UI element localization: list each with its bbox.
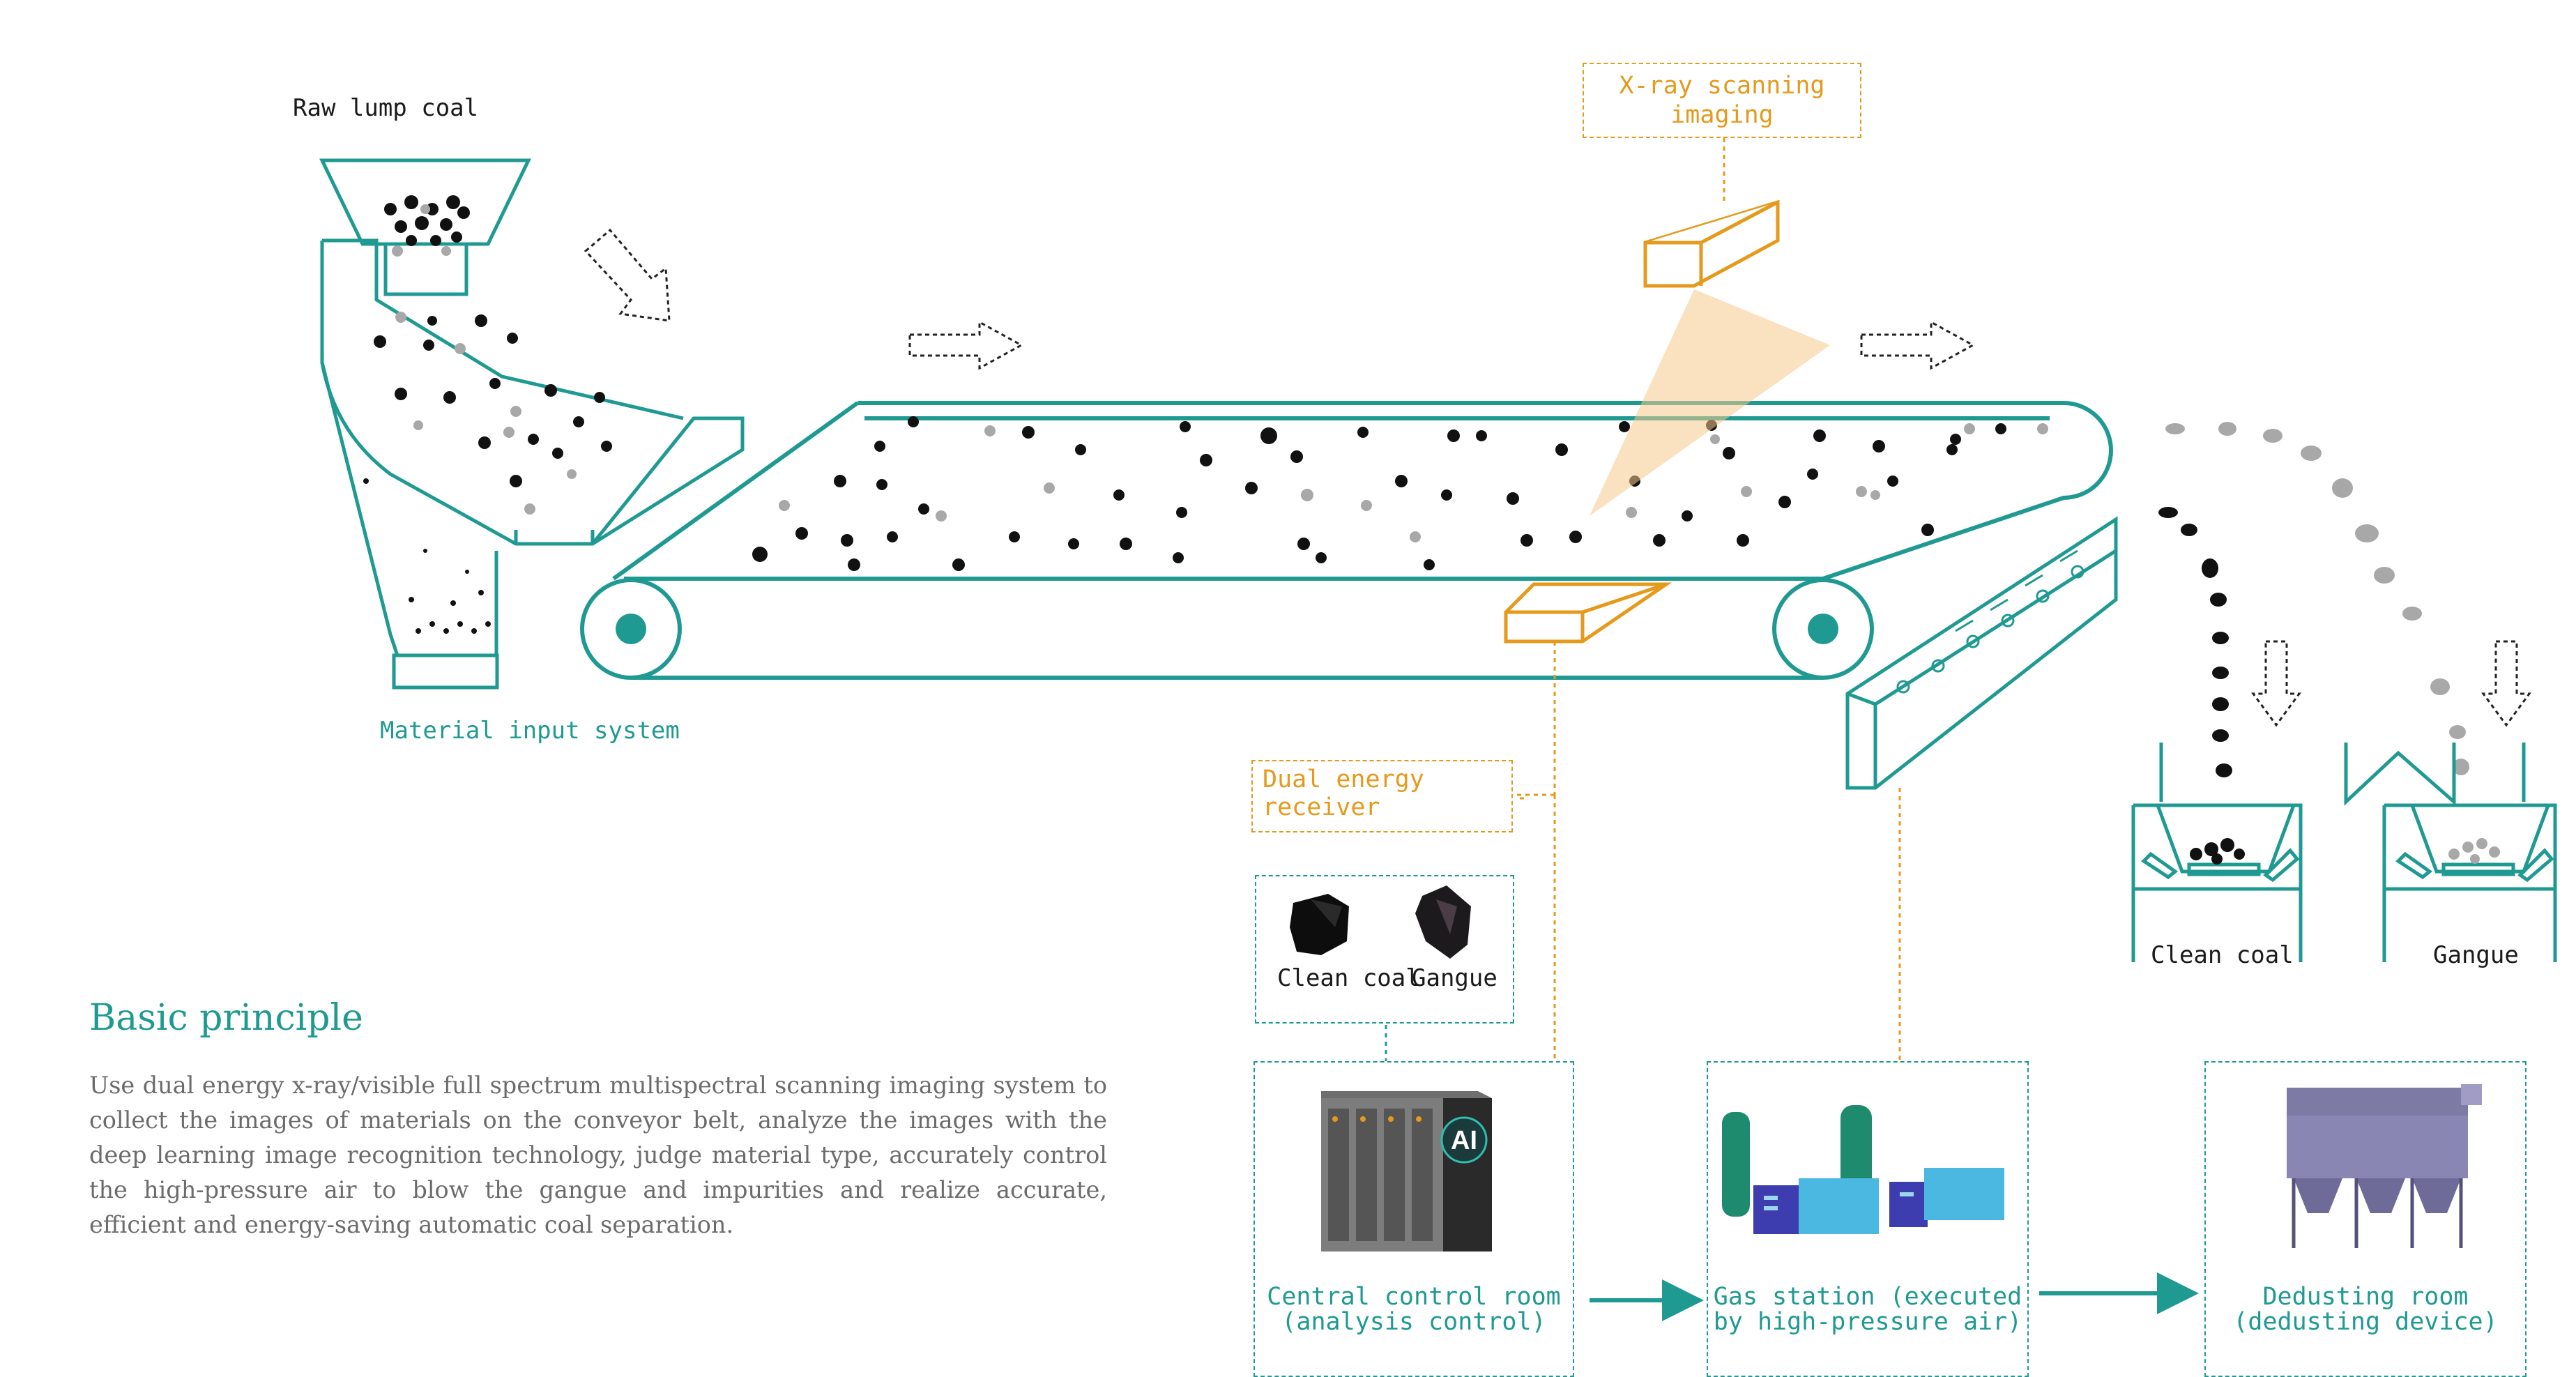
dedusting-room-label: Dedusting room (dedusting device) bbox=[2233, 1283, 2498, 1336]
central-control-room-label: Central control room (analysis control) bbox=[1267, 1283, 1561, 1336]
material-input-system bbox=[319, 158, 745, 690]
raw-lump-coal-label: Raw lump coal bbox=[293, 94, 479, 122]
clean-coal-sample-image bbox=[1290, 894, 1349, 955]
collection-bins bbox=[2131, 743, 2557, 962]
gas-station-image bbox=[1722, 1105, 2004, 1234]
dual-energy-receiver-label: Dual energy receiver bbox=[1251, 760, 1513, 832]
gas-station-label: Gas station (executed by high-pressure a… bbox=[1713, 1283, 2022, 1336]
hopper-coal bbox=[384, 195, 470, 246]
dual-energy-receiver bbox=[1504, 582, 1672, 644]
sample-clean-coal-label: Clean coal bbox=[1277, 964, 1420, 992]
gangue-trajectory bbox=[2165, 422, 2469, 775]
principle-title: Basic principle bbox=[89, 997, 363, 1039]
chute-material bbox=[363, 312, 612, 634]
principle-body: Use dual energy x-ray/visible full spect… bbox=[89, 1072, 1107, 1238]
bin-gangue-label: Gangue bbox=[2433, 941, 2519, 969]
flow-arrows bbox=[584, 228, 2531, 727]
bin-clean-coal-label: Clean coal bbox=[2151, 941, 2294, 969]
material-input-system-label: Material input system bbox=[380, 717, 680, 745]
sample-gangue-label: Gangue bbox=[1412, 964, 1497, 992]
xray-scanner bbox=[1590, 138, 1830, 516]
belt-material bbox=[752, 416, 2006, 571]
dedusting-room-box: Dedusting room (dedusting device) bbox=[2204, 1061, 2527, 1377]
station-flow-arrows bbox=[1590, 1272, 2199, 1321]
sample-comparison-box bbox=[1255, 875, 1514, 1024]
xray-scanning-label: X-ray scanning imaging bbox=[1583, 63, 1861, 138]
ai-badge: AI bbox=[1451, 1126, 1477, 1155]
gas-station-box: Gas station (executed by high-pressure a… bbox=[1707, 1061, 2029, 1377]
coal-trajectory bbox=[2158, 507, 2232, 777]
gangue-sample-image bbox=[1415, 885, 1471, 959]
dedusting-device-image bbox=[2287, 1084, 2482, 1248]
air-nozzle-rail bbox=[1845, 516, 2118, 790]
control-cabinet-image bbox=[1321, 1091, 1492, 1252]
central-control-room-box: Central control room (analysis control) bbox=[1253, 1061, 1574, 1377]
